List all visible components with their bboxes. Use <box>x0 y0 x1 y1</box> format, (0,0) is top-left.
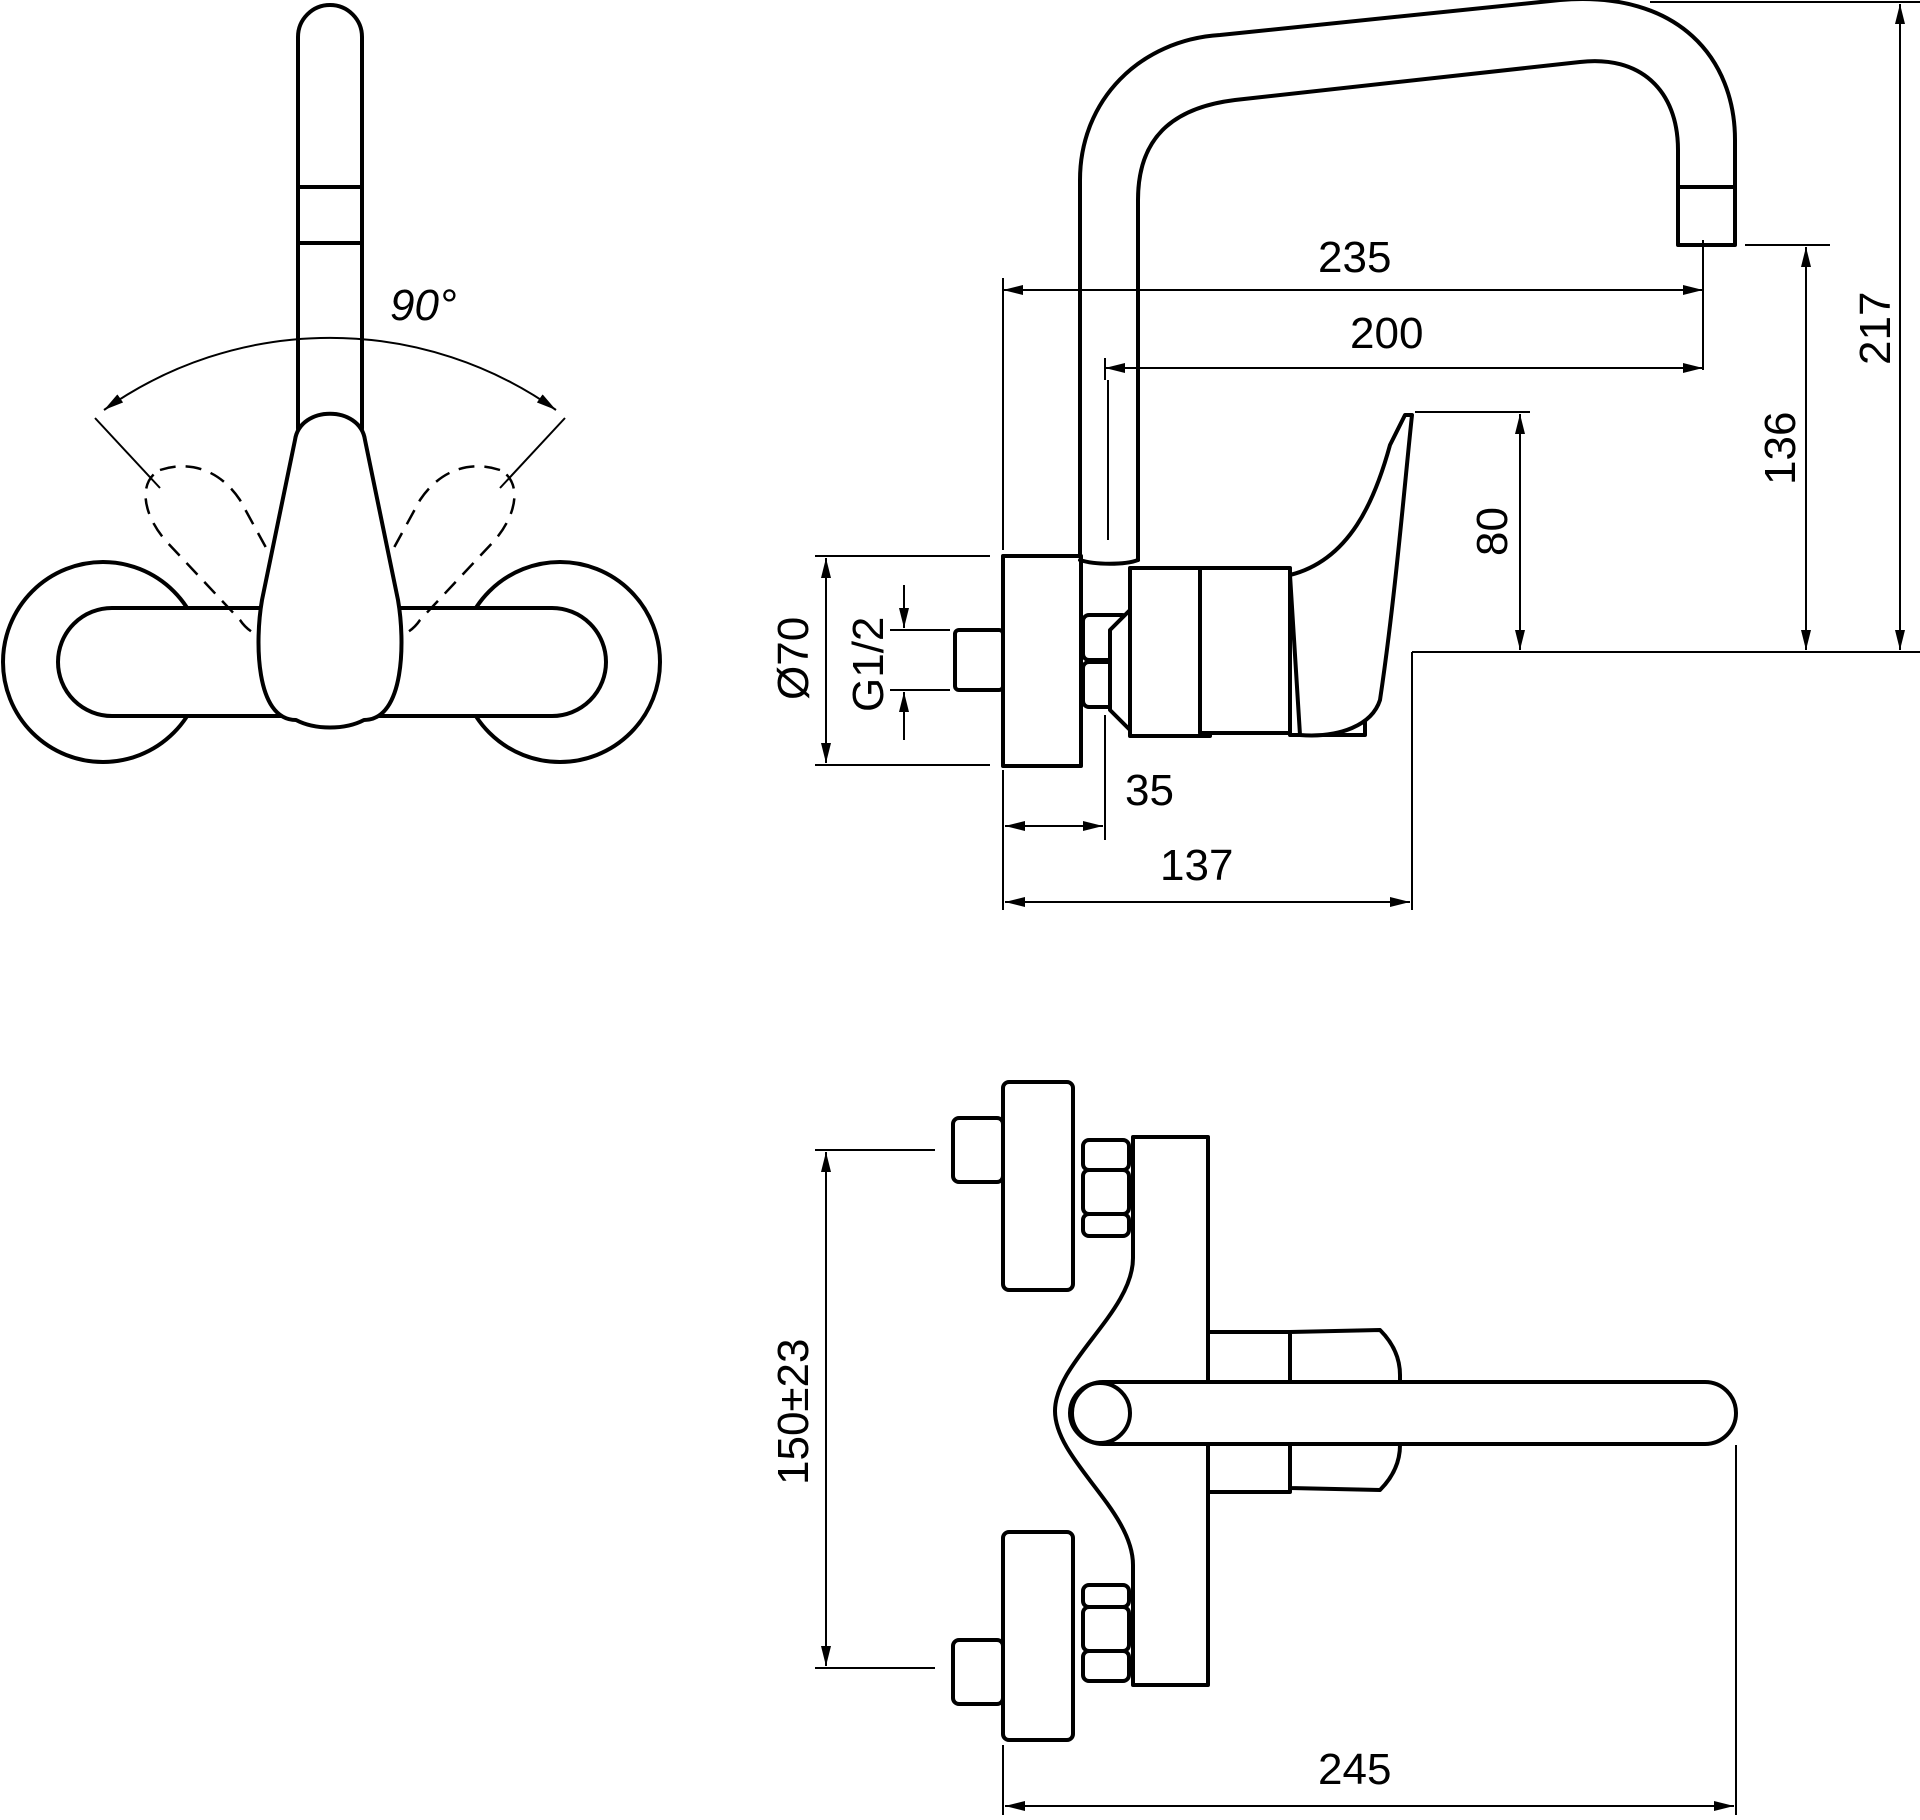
dim-200: 200 <box>1350 309 1423 358</box>
dim-d70: Ø70 <box>769 617 818 700</box>
mixer-body-side <box>1198 566 1292 735</box>
upper-flange <box>1001 1080 1075 1292</box>
inlet-pipe <box>953 628 1005 692</box>
angle-label: 90° <box>390 281 457 330</box>
wall-flange <box>1001 554 1083 768</box>
top-view: 90° <box>1 3 662 764</box>
dim-217: 217 <box>1851 292 1900 365</box>
spout-top <box>296 3 364 462</box>
dim-245: 245 <box>1318 1745 1391 1794</box>
spout-tube <box>1078 0 1737 562</box>
dim-150: 150±23 <box>769 1338 818 1485</box>
lower-inlet-pipe <box>951 1638 1005 1706</box>
lower-flange <box>1001 1530 1075 1742</box>
angle-arc <box>103 336 557 411</box>
side-view: 235 200 217 136 80 Ø70 G1/2 3 <box>769 0 1920 910</box>
dim-80: 80 <box>1468 507 1517 556</box>
upper-inlet-pipe <box>951 1116 1005 1184</box>
dim-137: 137 <box>1160 841 1233 890</box>
dim-g12: G1/2 <box>844 617 893 712</box>
dim-235: 235 <box>1318 233 1391 282</box>
lower-hex-nut <box>1081 1605 1131 1653</box>
handle-rotation-ghosts <box>144 465 516 640</box>
upper-hex-nut <box>1081 1168 1131 1216</box>
dim-136: 136 <box>1756 412 1805 485</box>
dim-35: 35 <box>1125 766 1174 815</box>
front-view: 150±23 245 <box>769 1080 1738 1815</box>
lever-handle-top <box>256 411 404 730</box>
lever-handle-side <box>1288 413 1414 738</box>
lever-handle-front <box>1070 1380 1738 1446</box>
